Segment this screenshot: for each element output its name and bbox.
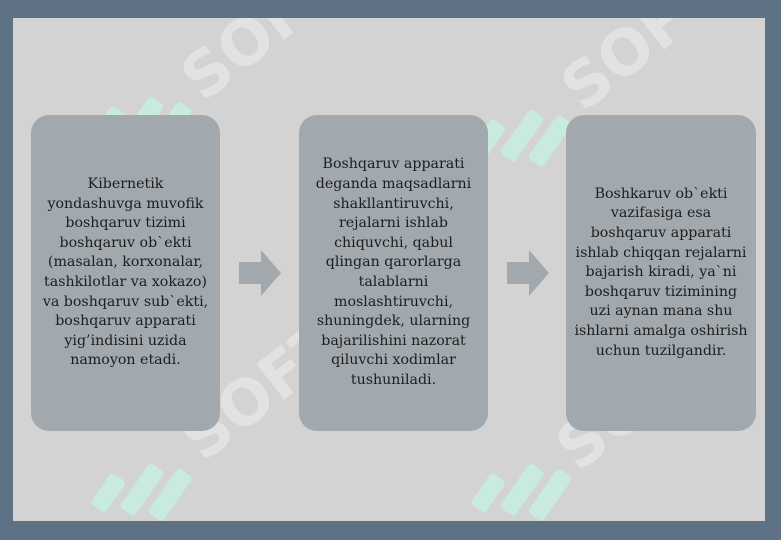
watermark-soft-text: SOFT: [167, 18, 355, 115]
right-arrow-icon: [507, 250, 549, 296]
flow-box-apparatus: Boshqaruv apparati deganda maqsadlarni s…: [299, 115, 488, 431]
watermark-soft-text: SOFT: [547, 18, 735, 125]
slide-canvas: SOFT SOFT SOFT SOFT Kibernetik yondashuv…: [13, 18, 765, 521]
flow-box-text: Boshqaruv apparati deganda maqsadlarni s…: [315, 156, 472, 388]
flow-box-subject: Kibernetik yondashuvga muvofik boshqaruv…: [31, 115, 220, 431]
flow-box-text: Kibernetik yondashuvga muvofik boshqaruv…: [42, 176, 209, 369]
flow-box-text: Boshkaruv ob`ekti vazifasiga esa boshqar…: [574, 185, 748, 359]
flow-box-object: Boshkaruv ob`ekti vazifasiga esa boshqar…: [566, 115, 756, 431]
right-arrow-icon: [239, 250, 281, 296]
